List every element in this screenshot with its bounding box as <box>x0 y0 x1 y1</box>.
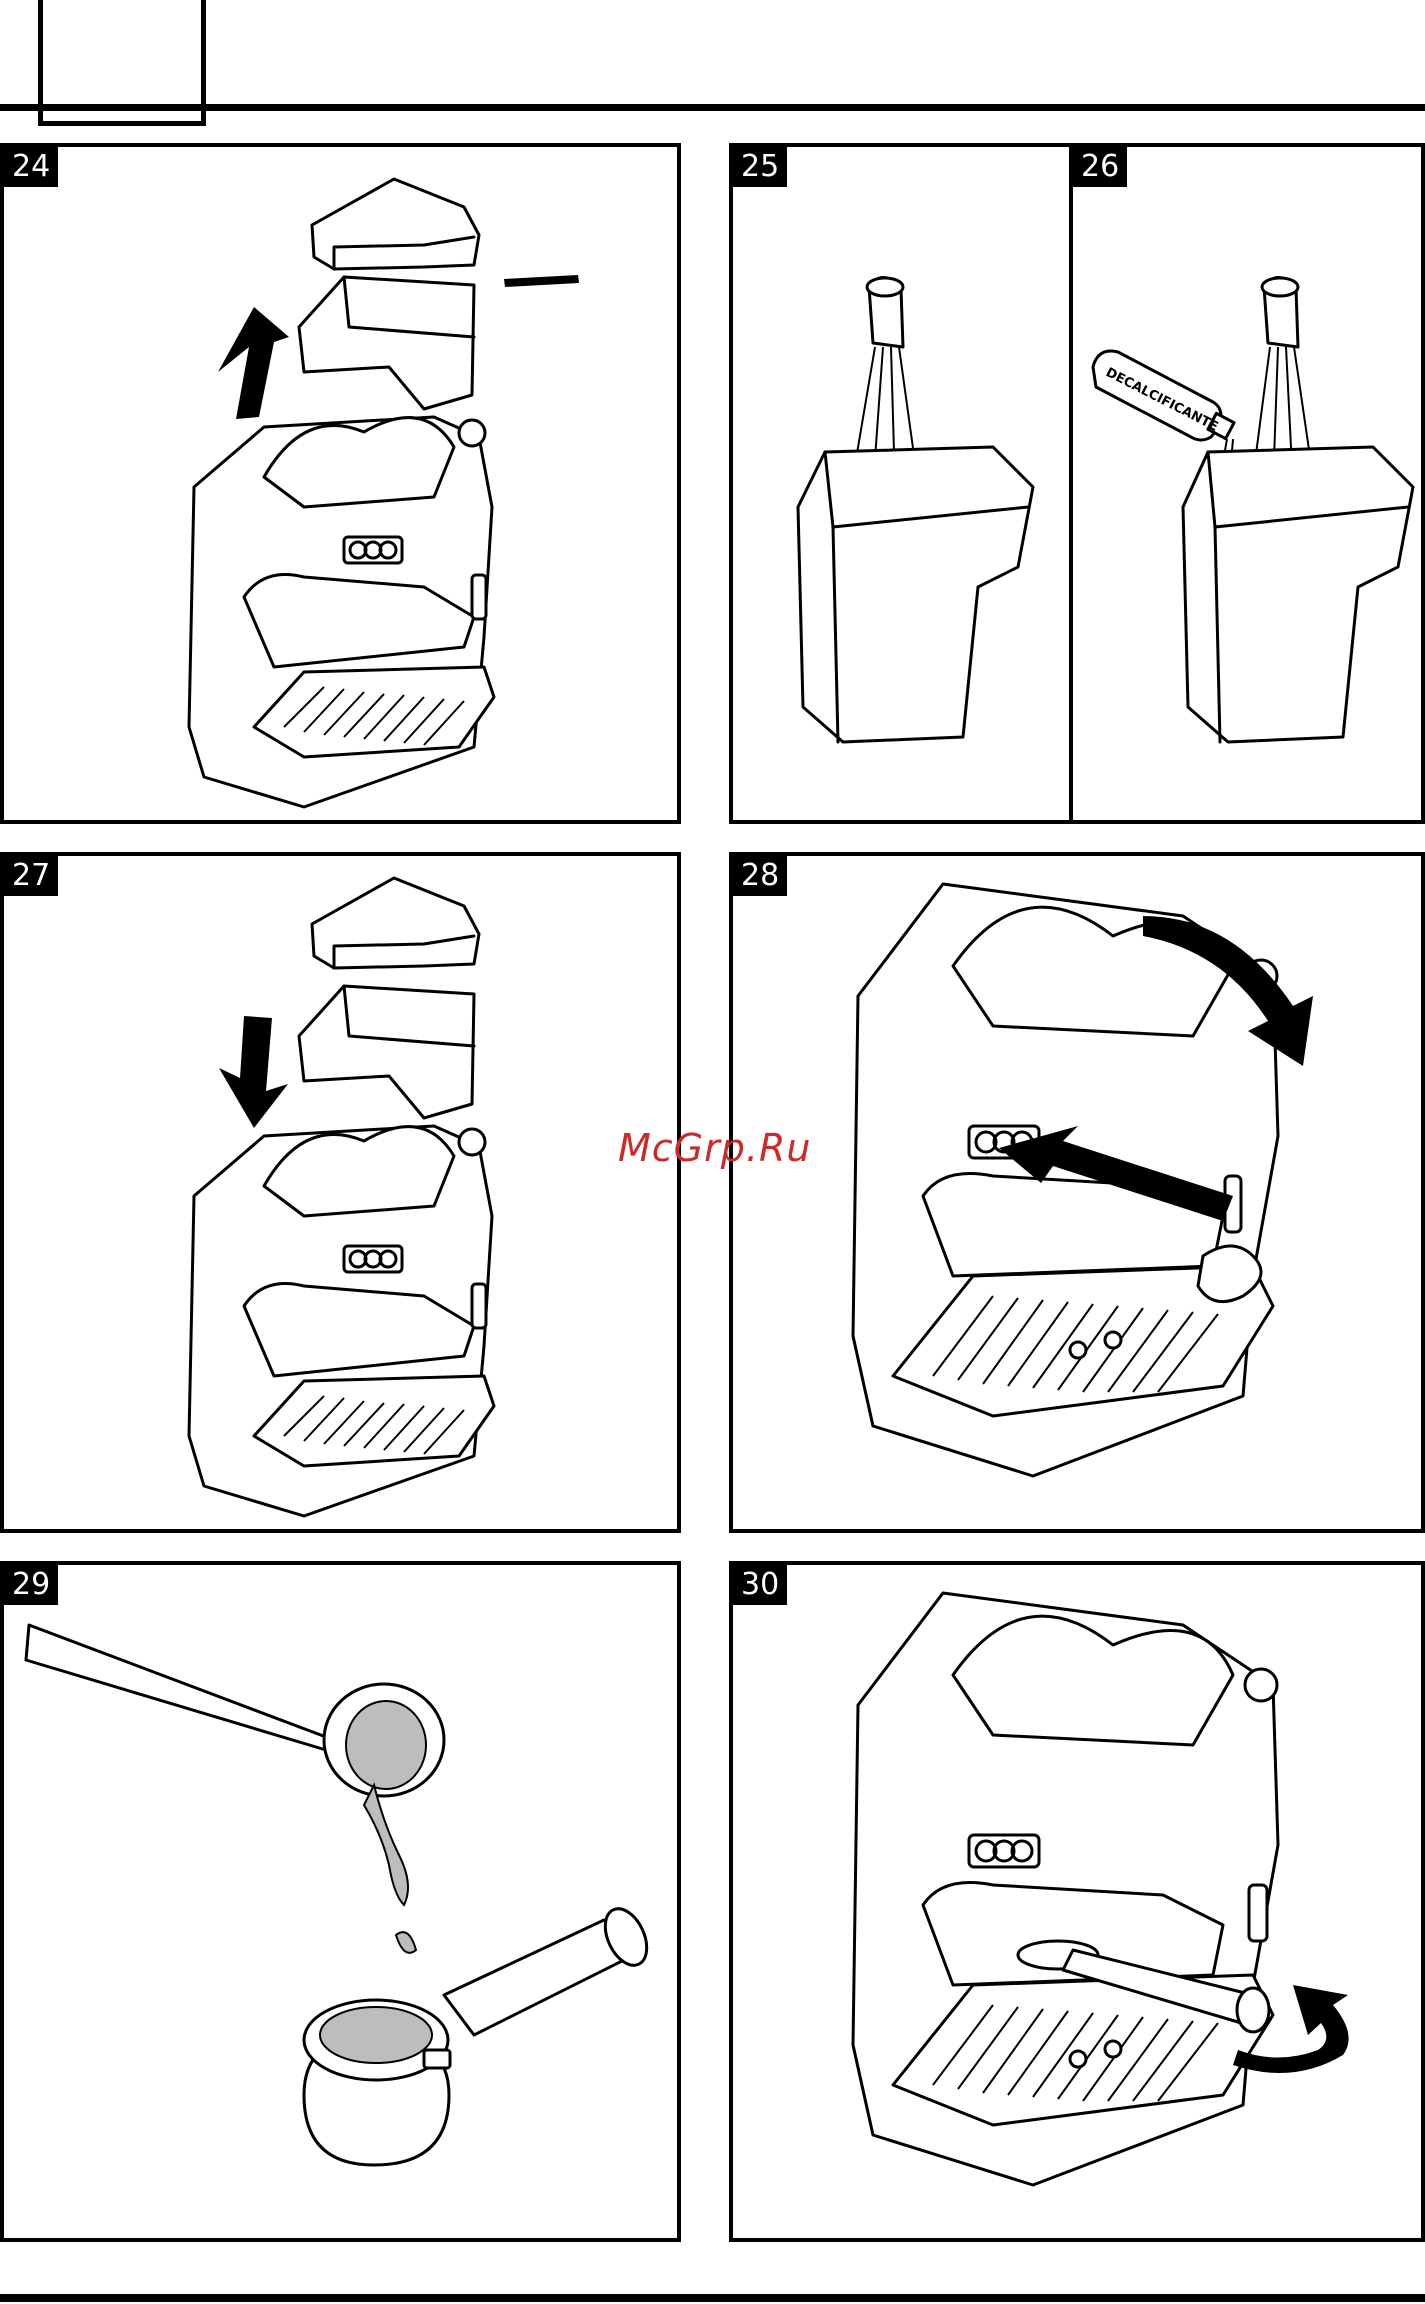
figure-29-panel: 29 <box>0 1561 681 2242</box>
falling-coffee <box>396 1932 416 1953</box>
header-rule <box>0 104 1425 111</box>
figure-28-panel: 28 <box>729 852 1425 1533</box>
footer-rule <box>0 2294 1425 2302</box>
figure-30-panel: 30 <box>729 1561 1425 2242</box>
water-tank <box>299 986 474 1118</box>
fill-filter-with-coffee-illustration <box>4 1565 677 2238</box>
tank-lid <box>312 878 479 968</box>
coffee-machine <box>189 417 494 807</box>
water-tank <box>299 277 474 409</box>
tank-lid <box>312 179 479 269</box>
water-tap <box>1262 277 1298 347</box>
insert-water-tank-illustration <box>4 856 677 1529</box>
descaler-bottle: DECALCIFICANTE <box>1093 351 1234 440</box>
water-tank <box>1183 447 1413 742</box>
coffee-machine <box>189 1126 494 1516</box>
portafilter-handle <box>444 1902 655 2035</box>
portafilter <box>304 2000 450 2165</box>
water-tank <box>798 447 1033 742</box>
lock-portafilter-illustration <box>733 1565 1421 2238</box>
falling-coffee <box>364 1785 408 1905</box>
coffee-machine <box>853 884 1278 1476</box>
dash-mark <box>504 275 579 287</box>
steam-wand-purge-illustration <box>733 856 1421 1529</box>
up-arrow-icon <box>218 307 289 419</box>
watermark: McGrp.Ru <box>618 1126 811 1170</box>
water-tap <box>867 277 903 347</box>
figure-24-panel: 24 <box>0 143 681 824</box>
down-arrow-icon <box>219 1016 288 1128</box>
remove-water-tank-illustration <box>4 147 677 820</box>
figure-27-panel: 27 <box>0 852 681 1533</box>
figure-25-26-panel: 25 26 DECALCIFICANTE <box>729 143 1425 824</box>
measuring-spoon <box>26 1625 444 1796</box>
coffee-machine <box>853 1593 1278 2185</box>
rinse-and-descale-tank-illustration: DECALCIFICANTE <box>733 147 1421 820</box>
